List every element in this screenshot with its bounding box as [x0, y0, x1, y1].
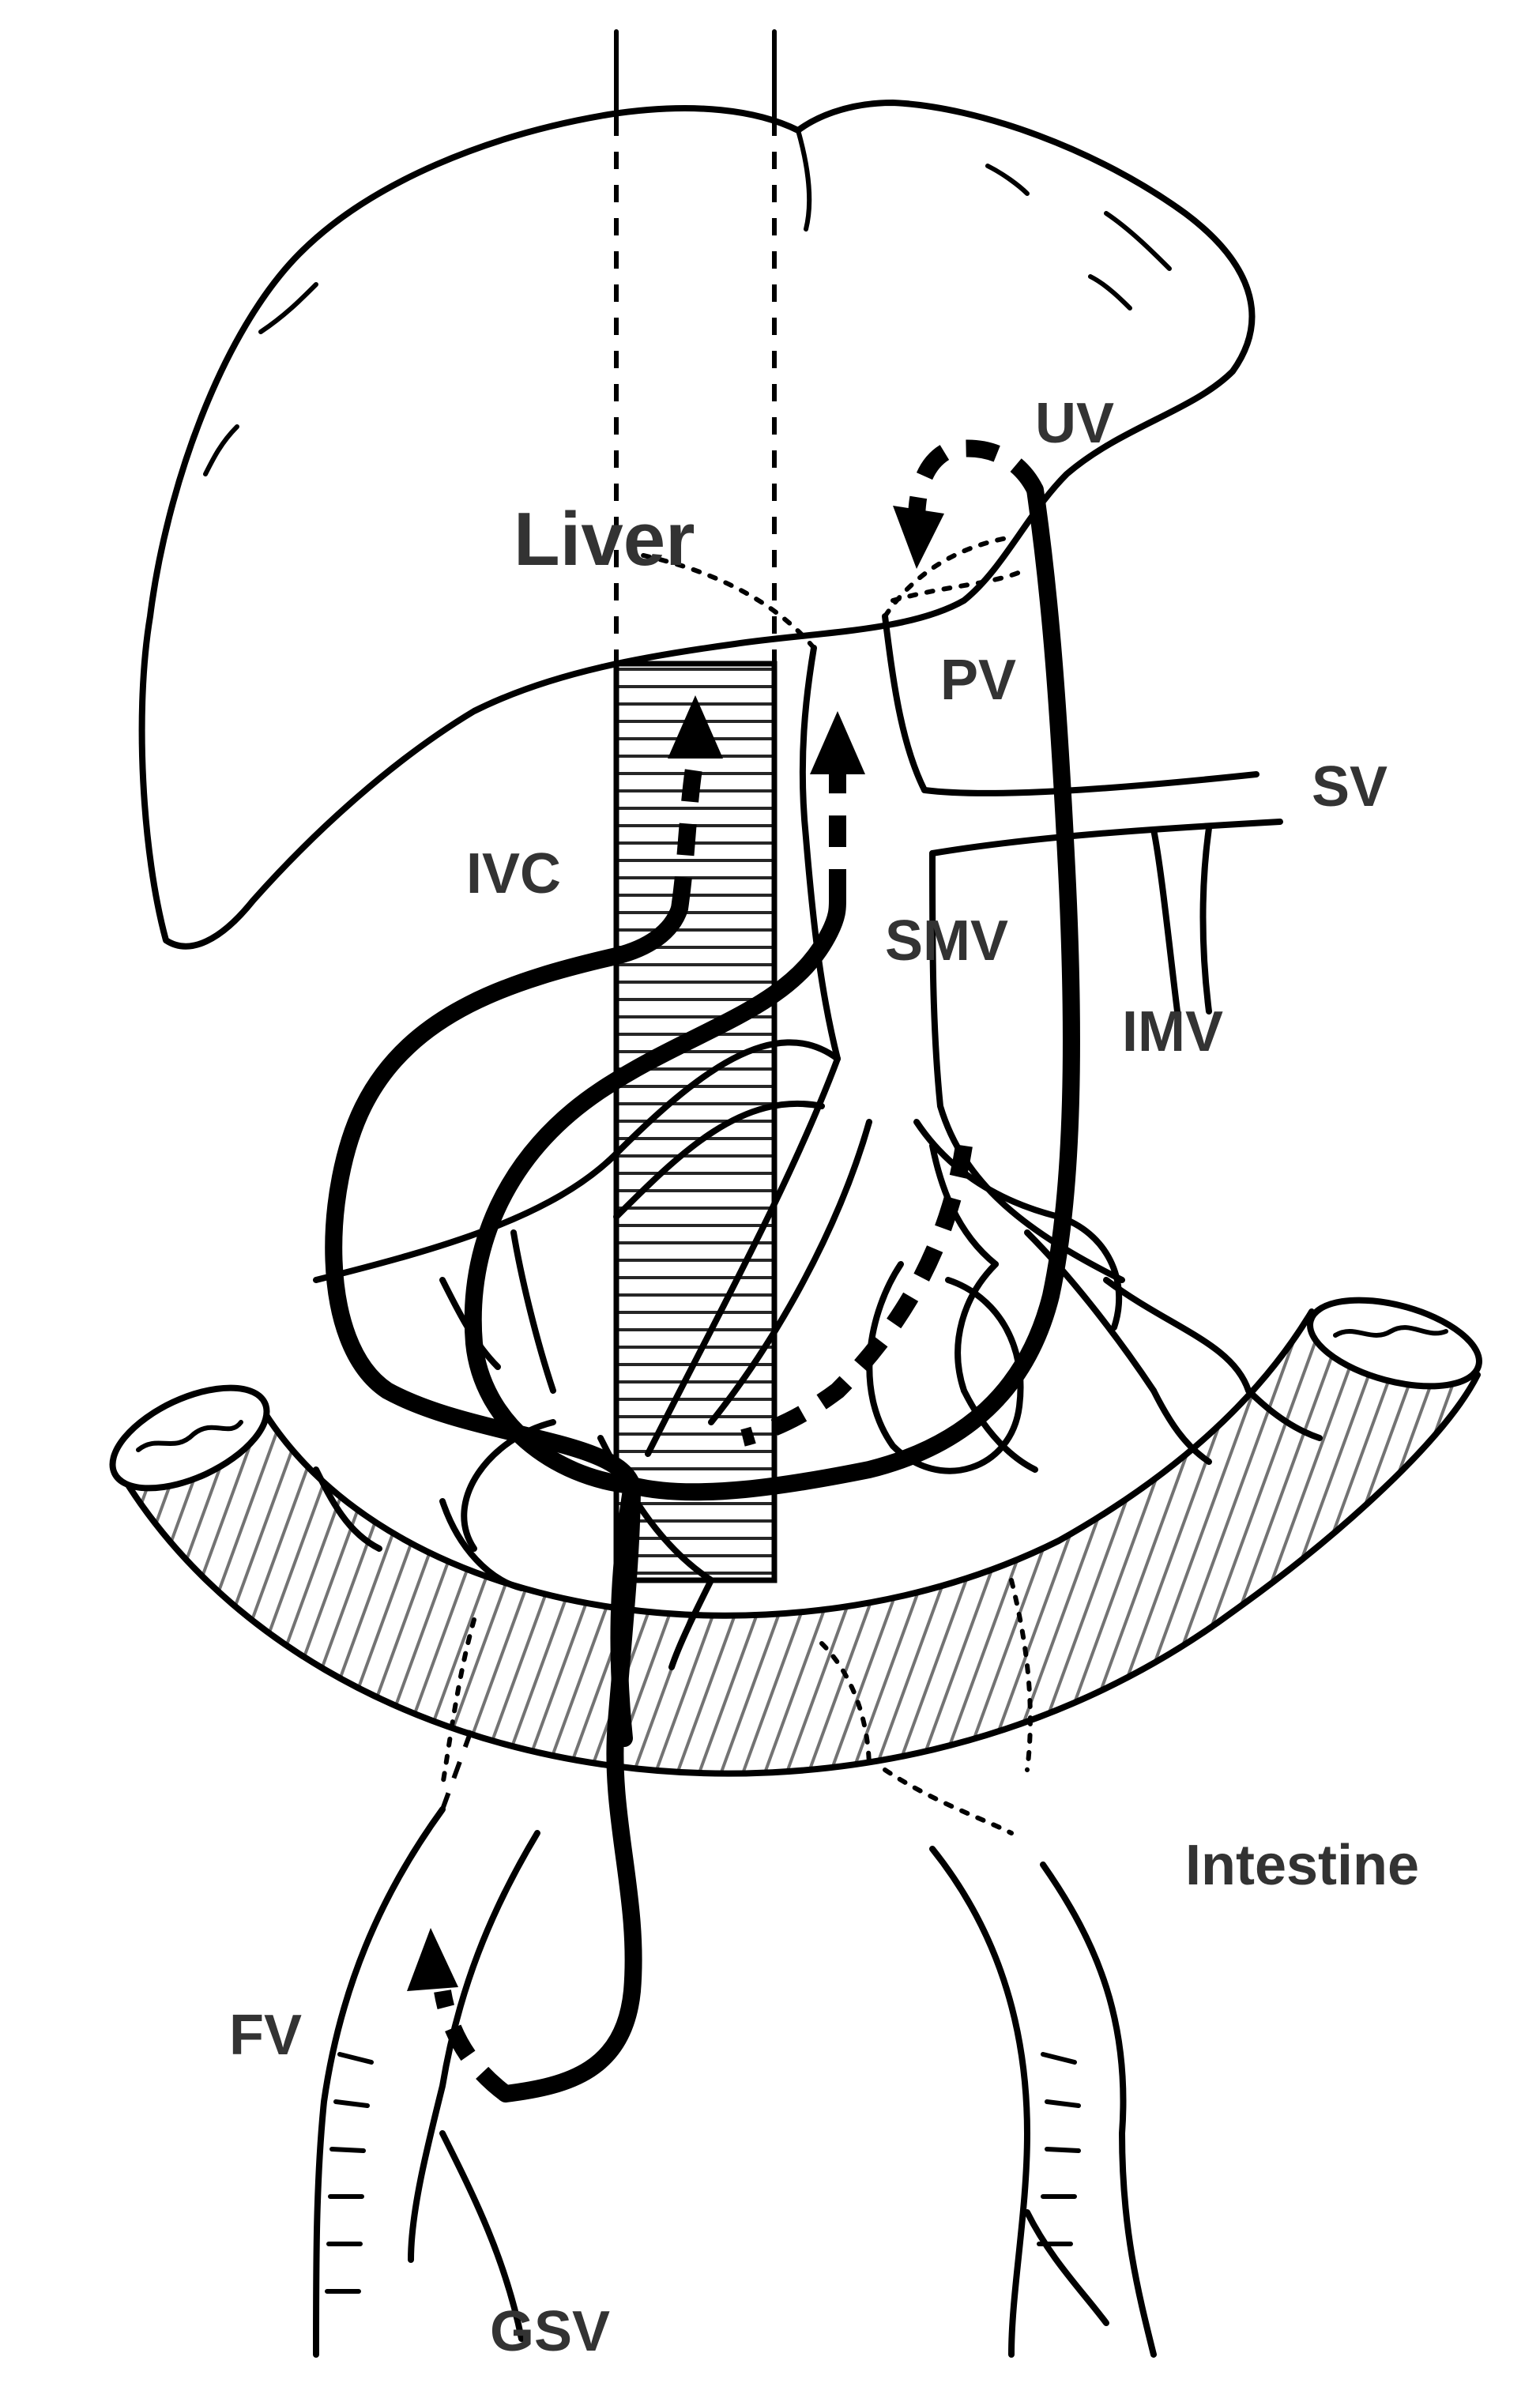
portal-vein	[313, 535, 1283, 1583]
label-sv: SV	[1312, 755, 1388, 819]
label-uv: UV	[1035, 392, 1114, 455]
label-ivc: IVC	[466, 842, 561, 905]
intestine-shape	[109, 1297, 1482, 1835]
catheter-paths	[325, 439, 1080, 2103]
label-liver: Liver	[514, 497, 695, 582]
label-smv: SMV	[885, 909, 1008, 973]
femoral-veins	[313, 1721, 1157, 2358]
ivc-vessel	[613, 29, 778, 1583]
label-gsv: GSV	[490, 2300, 610, 2363]
label-pv: PV	[940, 649, 1016, 712]
label-fv: FV	[229, 2004, 302, 2067]
label-imv: IMV	[1122, 1000, 1223, 1064]
label-intestine: Intestine	[1185, 1834, 1419, 1897]
liver-shape	[138, 100, 1256, 950]
